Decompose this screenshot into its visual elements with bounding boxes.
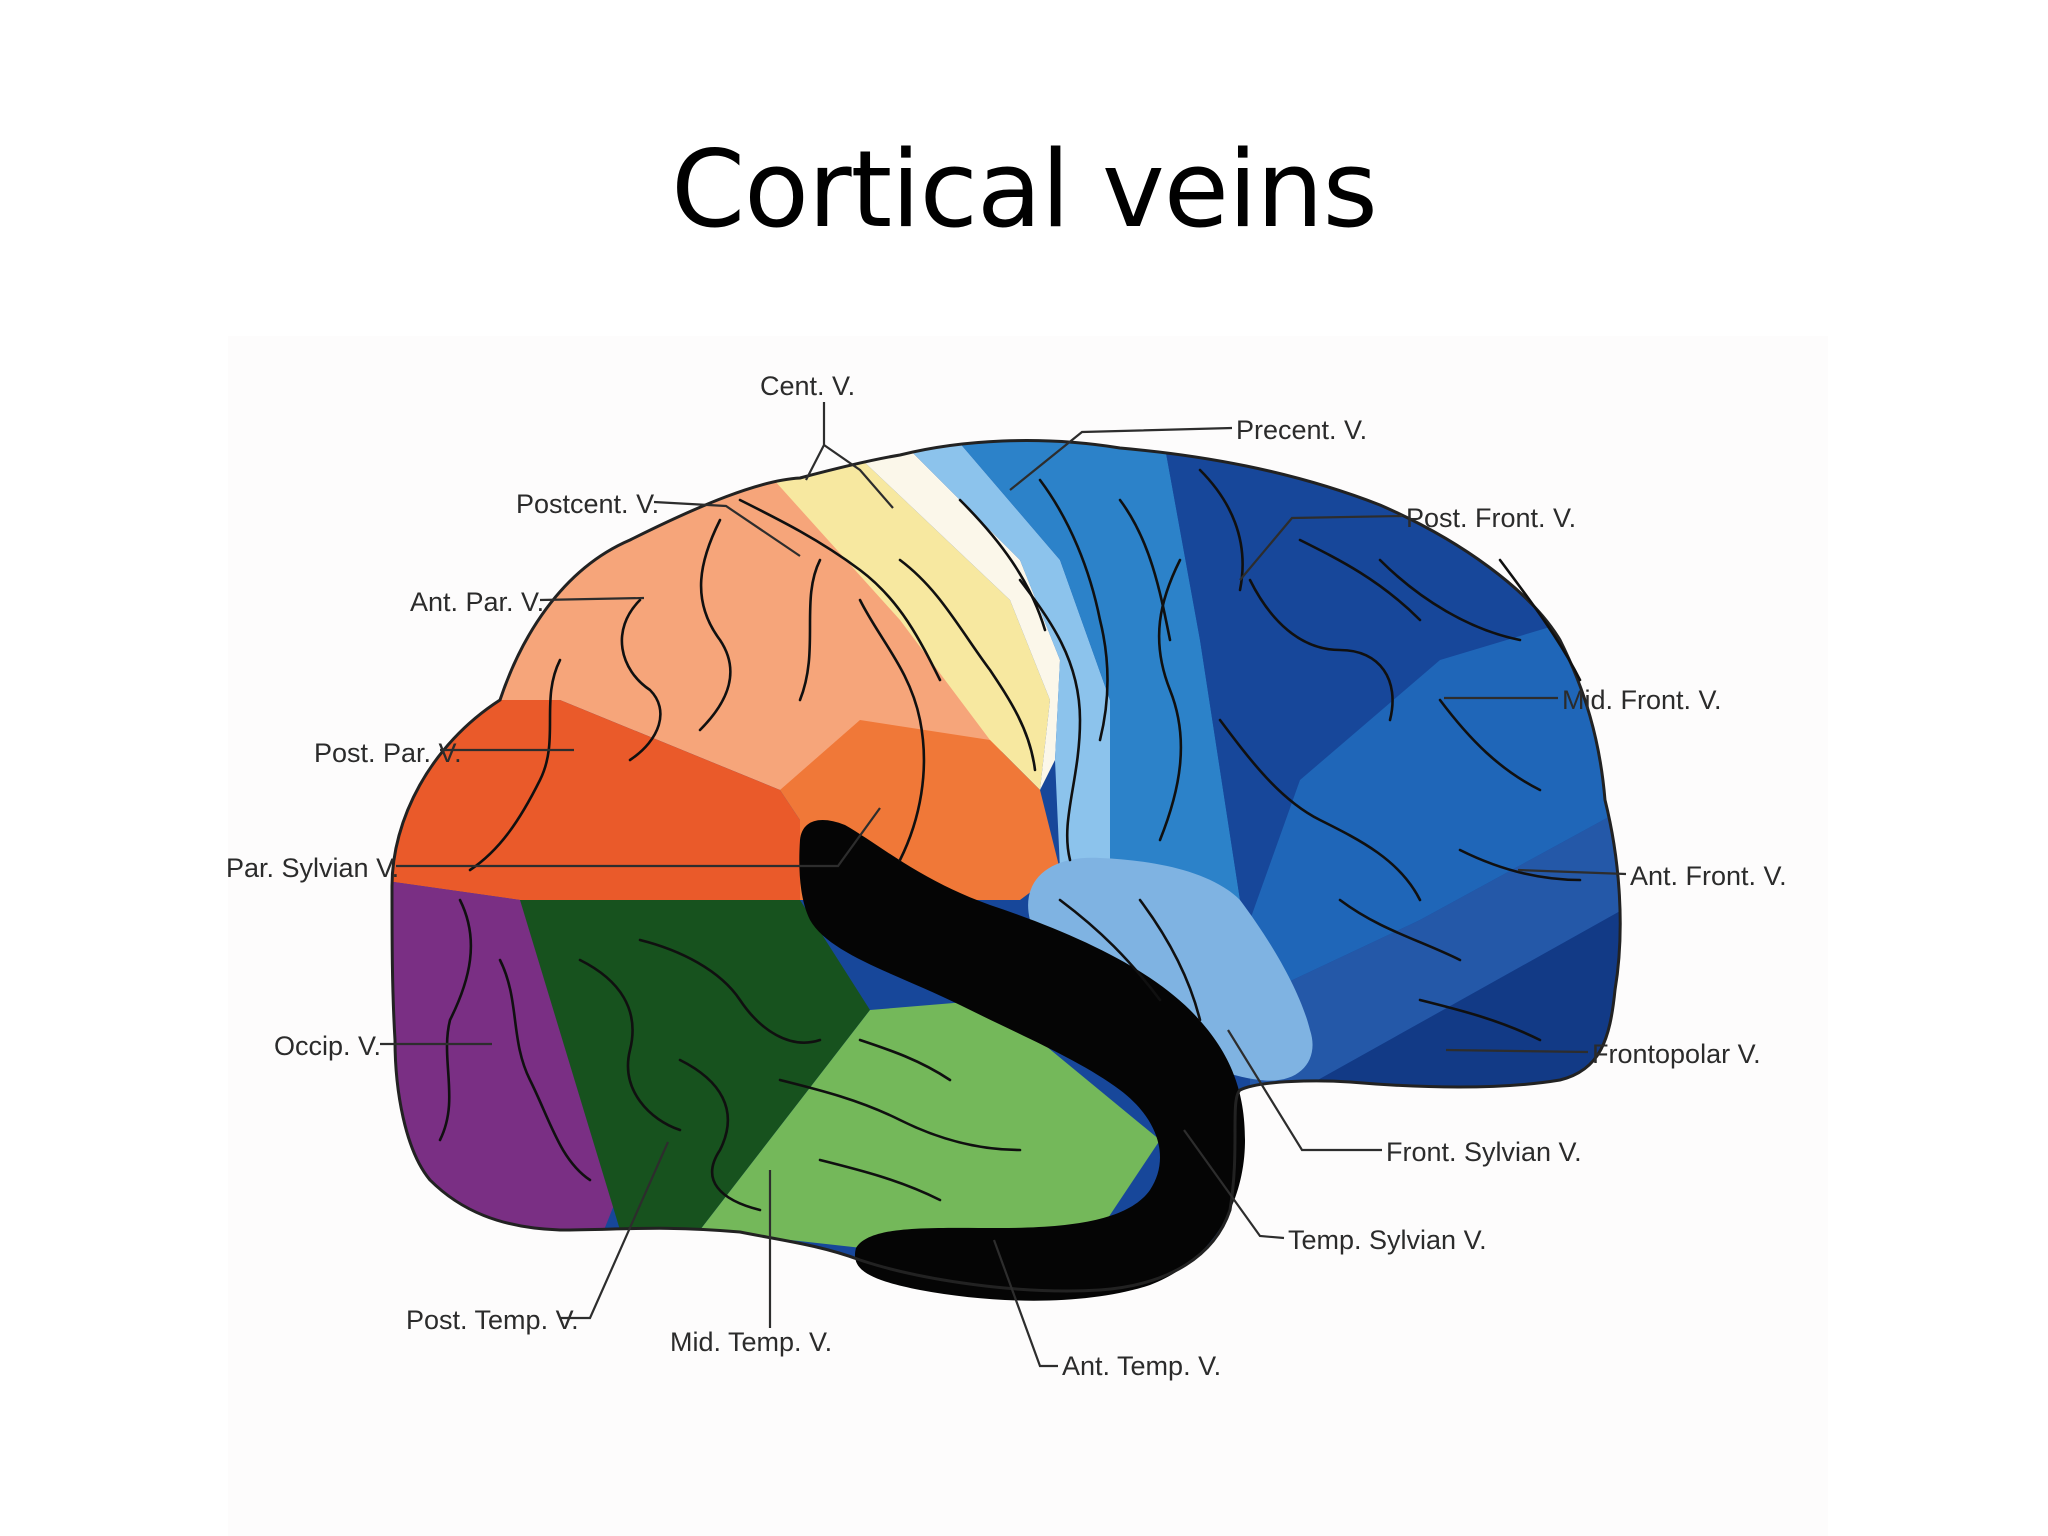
label-post-front-v: Post. Front. V. — [1406, 503, 1576, 533]
label-post-par-v: Post. Par. V. — [314, 738, 462, 768]
region-precentral-light — [860, 440, 1110, 870]
label-ant-front-v: Ant. Front. V. — [1630, 861, 1787, 891]
label-cent-v: Cent. V. — [760, 371, 855, 401]
leader-lines — [380, 402, 1627, 1368]
brain-outline — [390, 439, 1622, 1293]
region-frontopolar — [1300, 900, 1621, 1100]
brain-regions — [392, 440, 1621, 1291]
vein-labels: Cent. V. Precent. V. Postcent. V. Post. … — [226, 371, 1787, 1381]
region-central — [800, 440, 1060, 790]
label-front-sylvian-v: Front. Sylvian V. — [1386, 1137, 1582, 1167]
label-post-temp-v: Post. Temp. V. — [406, 1305, 579, 1335]
label-temp-sylvian-v: Temp. Sylvian V. — [1288, 1225, 1487, 1255]
region-middle-frontal — [1250, 600, 1621, 1000]
label-mid-front-v: Mid. Front. V. — [1562, 685, 1722, 715]
label-postcent-v: Postcent. V. — [516, 489, 659, 519]
slide-title: Cortical veins — [671, 128, 1378, 251]
label-occip-v: Occip. V. — [274, 1031, 381, 1061]
region-posterior-temporal — [520, 900, 870, 1230]
sulci — [438, 468, 1582, 1212]
region-frontal-sylvian — [1028, 857, 1313, 1081]
region-middle-temporal — [700, 1000, 1160, 1260]
label-mid-temp-v: Mid. Temp. V. — [670, 1327, 832, 1357]
region-occipital — [392, 880, 620, 1240]
label-precent-v: Precent. V. — [1236, 415, 1367, 445]
region-precentral — [920, 440, 1240, 900]
label-frontopolar-v: Frontopolar V. — [1592, 1039, 1761, 1069]
label-ant-temp-v: Ant. Temp. V. — [1062, 1351, 1221, 1381]
label-ant-par-v: Ant. Par. V. — [410, 587, 544, 617]
label-par-sylvian-v: Par. Sylvian V. — [226, 853, 399, 883]
sylvian-fissure-band — [799, 820, 1245, 1301]
region-anterior-frontal — [1250, 800, 1621, 1090]
region-postcentral — [720, 440, 1050, 790]
